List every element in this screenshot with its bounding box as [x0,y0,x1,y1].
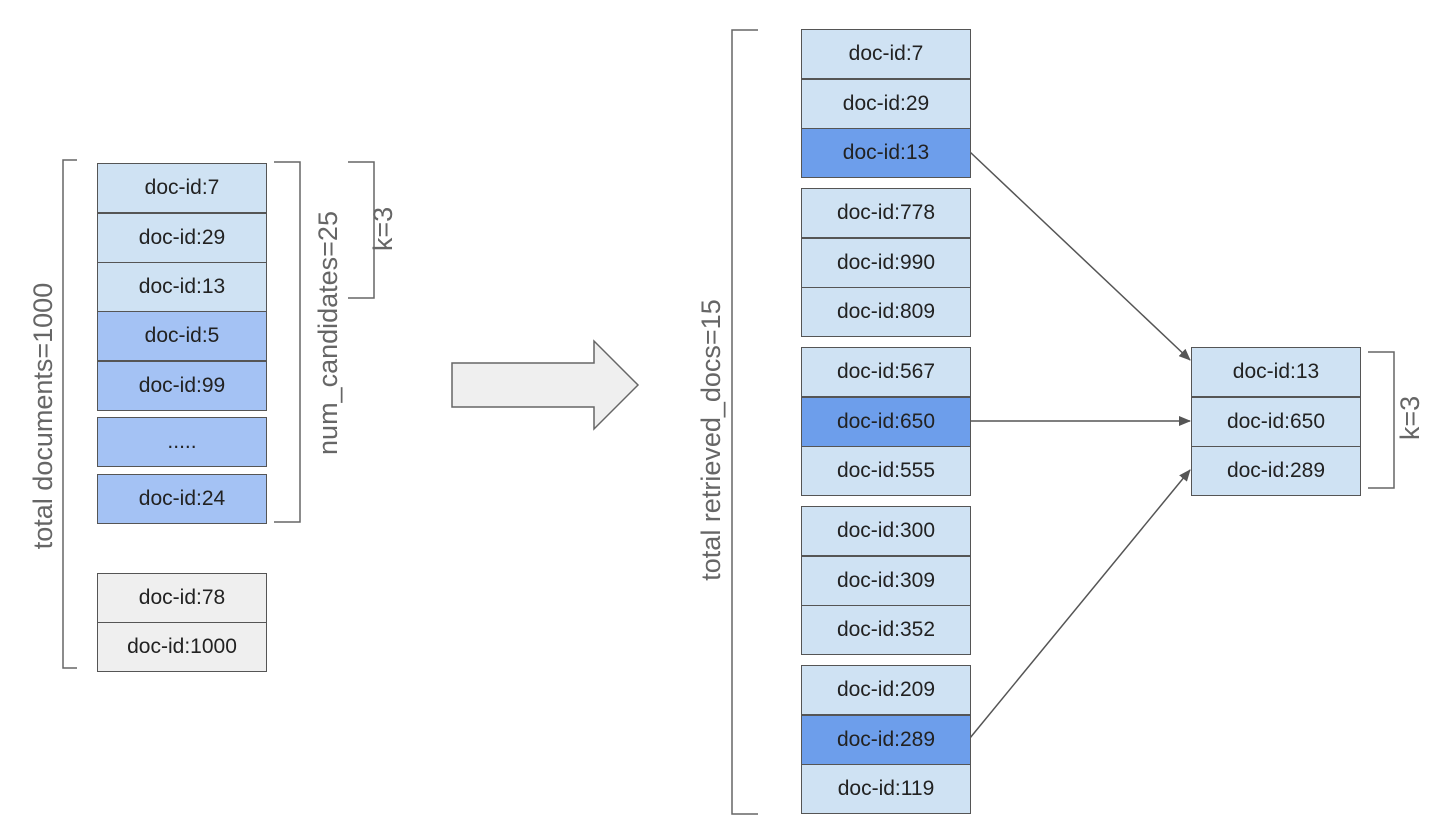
transition-arrow-icon [451,339,640,431]
total-documents-label: total documents=1000 [28,282,58,550]
candidate-cell: doc-id:13 [97,262,267,312]
total-retrieved-label: total retrieved_docs=15 [696,299,726,581]
retrieved-cell: doc-id:309 [801,555,971,606]
remaining-cell: doc-id:78 [97,573,267,623]
arrow-doc13 [969,151,1191,361]
retrieved-cell-selected: doc-id:13 [801,128,971,178]
retrieved-cell: doc-id:555 [801,446,971,496]
retrieved-cell: doc-id:209 [801,665,971,715]
result-cell: doc-id:289 [1191,446,1361,496]
retrieved-cell: doc-id:119 [801,764,971,814]
retrieved-cell: doc-id:778 [801,188,971,238]
total-retrieved-bracket [731,29,758,815]
candidate-cell: doc-id:29 [97,213,267,263]
right-k-bracket [1368,351,1395,489]
retrieved-cell-selected: doc-id:289 [801,714,971,765]
num-candidates-bracket [274,161,301,523]
retrieved-cell: doc-id:809 [801,287,971,337]
left-k-bracket [348,161,375,299]
result-cell: doc-id:650 [1191,396,1361,447]
retrieved-cell: doc-id:352 [801,605,971,655]
retrieved-cell: doc-id:300 [801,506,971,556]
left-k-label: k=3 [368,206,398,252]
remaining-cell: doc-id:1000 [97,622,267,672]
retrieved-cell: doc-id:29 [801,78,971,129]
total-documents-bracket [62,159,77,669]
num-candidates-label: num_candidates=25 [313,211,343,455]
candidate-cell: doc-id:7 [97,163,267,213]
retrieved-cell: doc-id:7 [801,29,971,79]
retrieved-cell-selected: doc-id:650 [801,396,971,447]
retrieved-cell: doc-id:567 [801,347,971,397]
result-cell: doc-id:13 [1191,347,1361,397]
candidate-cell: doc-id:99 [97,361,267,411]
candidate-cell: doc-id:5 [97,311,267,361]
right-k-label: k=3 [1395,395,1425,441]
retrieved-cell: doc-id:990 [801,237,971,288]
candidate-cell: ..... [97,417,267,467]
arrow-doc289 [969,469,1191,739]
candidate-cell: doc-id:24 [97,474,267,524]
